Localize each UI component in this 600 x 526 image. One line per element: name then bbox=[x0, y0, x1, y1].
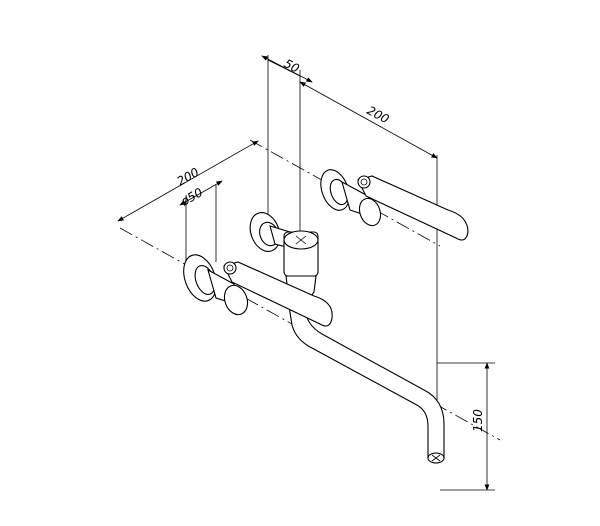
dimension-height: 150 bbox=[437, 362, 495, 491]
dimension-label-width-right: 200 bbox=[365, 103, 392, 126]
left-valve bbox=[183, 254, 333, 327]
dimension-label-offset: 50 bbox=[282, 56, 302, 76]
right-lever-handle bbox=[357, 175, 469, 241]
dimension-width-left: 200 bbox=[117, 140, 259, 222]
dimension-label-diameter: ø50 bbox=[178, 185, 206, 209]
dimension-label-height: 150 bbox=[471, 409, 485, 432]
dimension-width-right: 200 bbox=[299, 81, 438, 159]
right-valve bbox=[320, 169, 469, 241]
left-lever-handle bbox=[223, 261, 333, 327]
dimension-offset-top: 50 bbox=[261, 55, 313, 83]
spout-pipe bbox=[287, 299, 445, 464]
